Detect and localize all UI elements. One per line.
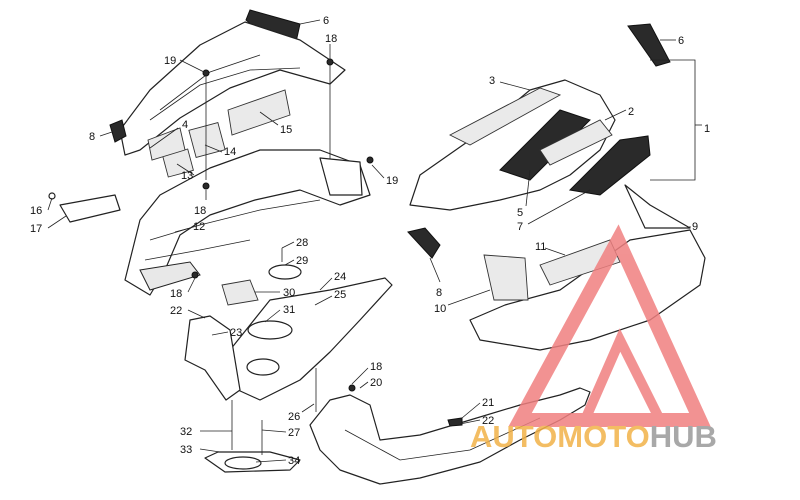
callout-18-belly: 18 (370, 361, 382, 373)
callout-2: 2 (628, 106, 634, 118)
callout-5: 5 (517, 207, 523, 219)
callout-26: 26 (288, 411, 300, 423)
callouts: 6 18 19 4 8 15 14 13 19 16 18 17 12 18 2… (30, 15, 710, 467)
callout-14: 14 (224, 146, 236, 158)
callout-30: 30 (283, 287, 295, 299)
callout-7: 7 (517, 221, 523, 233)
callout-8-right: 8 (436, 287, 442, 299)
bracket-part-17 (59, 194, 121, 223)
callout-22-left: 22 (170, 305, 182, 317)
panel-2 (539, 119, 613, 166)
callout-19-right: 19 (386, 175, 398, 187)
fastener-18-low (191, 271, 199, 279)
grommet-31 (247, 320, 293, 340)
callout-11: 11 (535, 241, 546, 253)
callout-18-mid: 18 (194, 205, 206, 217)
front-nose-assembly (407, 23, 706, 351)
grommet-lower (246, 358, 280, 376)
callout-22-right: 22 (482, 415, 494, 427)
callout-33: 33 (180, 444, 192, 456)
callout-20: 20 (370, 377, 382, 389)
callout-23: 23 (230, 327, 242, 339)
callout-12: 12 (193, 221, 205, 233)
lower-center-frame-assembly (184, 248, 393, 473)
callout-24: 24 (334, 271, 346, 283)
callout-6-right: 6 (678, 35, 684, 47)
bracket-23 (184, 315, 241, 401)
callout-21: 21 (482, 397, 494, 409)
clip-part-8 (109, 119, 127, 143)
decal-10 (483, 254, 529, 301)
decal-4 (147, 127, 186, 161)
fastener-18-mid (202, 182, 210, 190)
fastener-18-belly (348, 384, 356, 392)
callout-31: 31 (283, 304, 295, 316)
watermark-hub: HUB (650, 419, 717, 454)
watermark-logo: AUTOMOTOHUB (470, 224, 717, 454)
grille-8 (407, 227, 441, 259)
clip-21 (447, 417, 463, 427)
callout-18-low: 18 (170, 288, 182, 300)
callout-18-top: 18 (325, 33, 337, 45)
grommet-34 (224, 456, 262, 470)
callout-29: 29 (296, 255, 308, 267)
fastener-19-top (202, 69, 210, 77)
callout-16: 16 (30, 205, 42, 217)
decal-14 (188, 122, 226, 158)
decal-11 (539, 239, 621, 286)
side-body-panel-12 (124, 149, 371, 296)
decal-3 (449, 87, 562, 146)
callout-4: 4 (182, 119, 188, 131)
fastener-19-right (366, 156, 374, 164)
watermark-triangle-inner (577, 328, 669, 425)
watermark-auto: AUTO (470, 419, 557, 454)
callout-34: 34 (288, 455, 300, 467)
callout-10: 10 (434, 303, 446, 315)
callout-17: 17 (30, 223, 42, 235)
watermark-moto: MOTO (557, 419, 649, 454)
callout-32: 32 (180, 426, 192, 438)
air-intake-grille-6 (627, 23, 671, 67)
nose-trim (624, 184, 691, 229)
callout-25: 25 (334, 289, 346, 301)
upper-left-hood-assembly (48, 9, 374, 296)
callout-9: 9 (692, 221, 698, 233)
callout-3: 3 (489, 75, 495, 87)
callout-1: 1 (704, 123, 710, 135)
callout-15: 15 (280, 124, 292, 136)
callout-8-left: 8 (89, 131, 95, 143)
side-bracket (319, 157, 363, 196)
callout-27: 27 (288, 427, 300, 439)
callout-19-top: 19 (164, 55, 176, 67)
callout-28: 28 (296, 237, 308, 249)
callout-13: 13 (181, 170, 193, 182)
decal-15 (227, 89, 291, 136)
grille-7 (568, 135, 651, 196)
watermark-text: AUTOMOTOHUB (470, 419, 717, 454)
grommet-29 (268, 264, 302, 280)
vent-insert-5 (499, 109, 591, 181)
callout-6-left: 6 (323, 15, 329, 27)
pad-30 (221, 279, 259, 306)
